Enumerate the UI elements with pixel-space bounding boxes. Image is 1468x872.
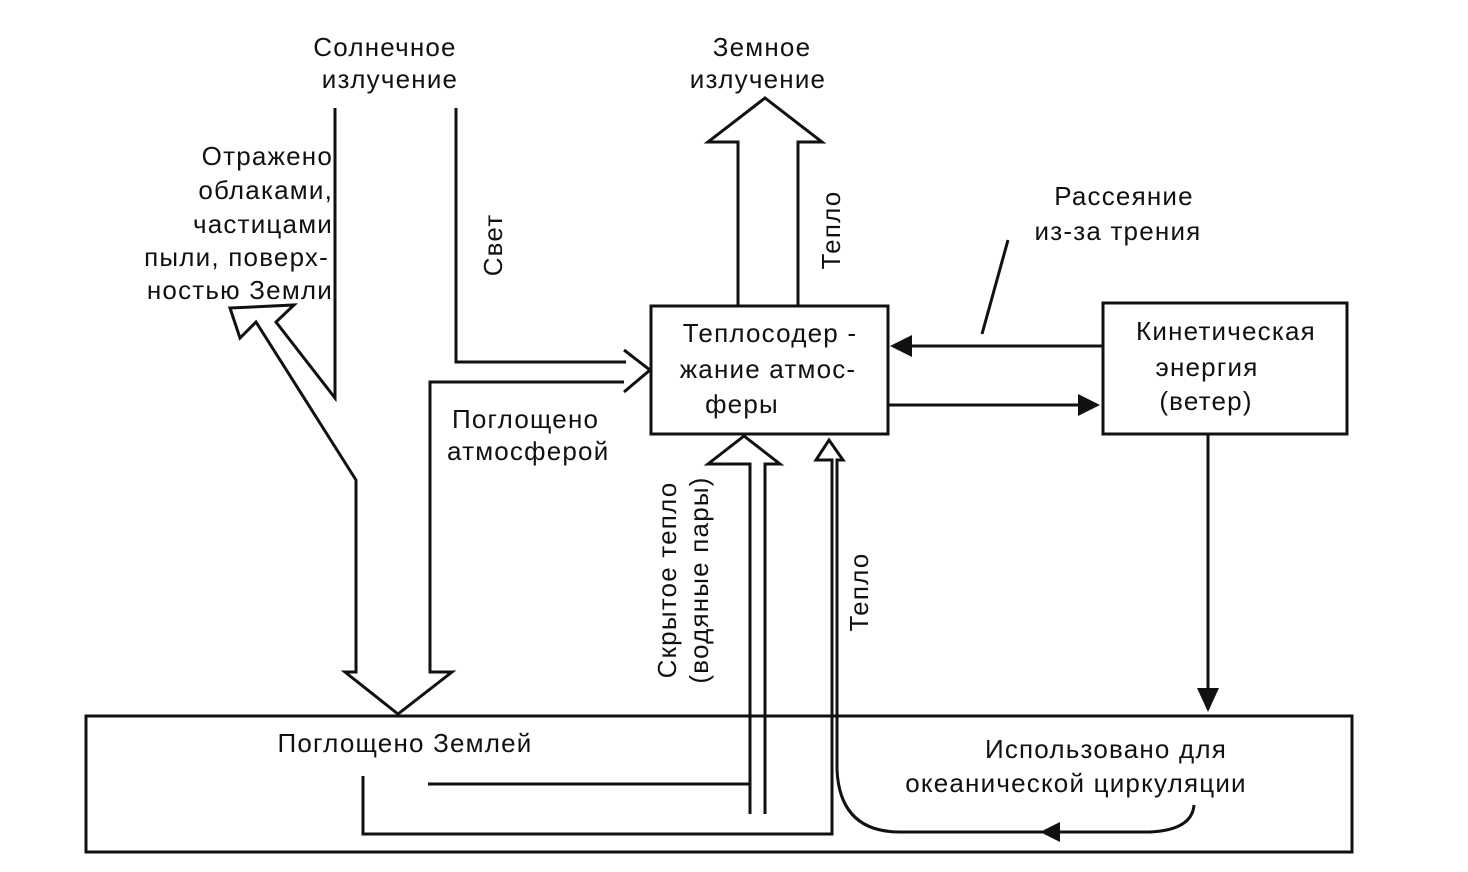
kinetic-energy-box	[1101, 301, 1349, 436]
atmosphere-box-line-2: жание атмос-	[680, 354, 857, 384]
solar-radiation-arrow	[227, 108, 624, 716]
kinetic-to-ocean-arrowhead	[1197, 688, 1219, 712]
reflected-label-2: облаками,	[198, 175, 333, 205]
terrestrial-radiation-arrow	[703, 96, 827, 306]
heat-return-loop	[361, 437, 846, 836]
reflected-label-3: частицами	[193, 209, 333, 239]
dissipation-label-1: Рассеяние	[1054, 181, 1194, 211]
ocean-circulation-loop	[835, 769, 1196, 834]
ocean-label-1: Использовано для	[985, 734, 1227, 764]
kinetic-box-line-2: энергия	[1155, 352, 1258, 382]
atmosphere-box-line-1: Теплосодер -	[683, 318, 857, 348]
ocean-label-2: океанической циркуляции	[905, 768, 1247, 798]
dissipation-pointer	[980, 239, 1010, 335]
friction-dissipation-arrowhead	[890, 335, 912, 357]
heat-surface-label: Тепло	[844, 553, 874, 632]
absorbed-atmosphere-label-2: атмосферой	[447, 436, 609, 466]
kinetic-box-line-1: Кинетическая	[1136, 316, 1316, 346]
reflected-label-1: Отражено	[202, 141, 333, 171]
reflected-label-4: пыли, поверх-	[144, 242, 329, 272]
atmosphere-to-kinetic-arrowhead	[1078, 394, 1100, 416]
kinetic-box-line-3: (ветер)	[1159, 386, 1252, 416]
heat-up-label: Тепло	[816, 191, 846, 270]
terrestrial-label-2: излучение	[690, 64, 826, 94]
latent-heat-label-2: (водяные пары)	[684, 476, 714, 683]
ocean-loop-arrowhead	[1040, 822, 1060, 842]
atmosphere-box	[649, 304, 890, 436]
earth-box-label: Поглощено Землей	[278, 728, 533, 758]
absorbed-atmosphere-arrowhead	[623, 348, 653, 394]
latent-heat-label-1: Скрытое тепло	[652, 482, 682, 679]
terrestrial-label-1: Земное	[713, 32, 812, 62]
latent-heat-arrow	[703, 434, 785, 814]
atmosphere-box-line-3: феры	[705, 389, 779, 419]
light-label: Свет	[478, 214, 508, 277]
absorbed-atmosphere-label-1: Поглощено	[452, 404, 599, 434]
solar-label-2: излучение	[322, 64, 458, 94]
light-arrow	[454, 108, 626, 364]
solar-label-1: Солнечное	[313, 32, 456, 62]
reflected-label-5: ностью Земли	[147, 275, 333, 305]
dissipation-label-2: из-за трения	[1035, 216, 1202, 246]
